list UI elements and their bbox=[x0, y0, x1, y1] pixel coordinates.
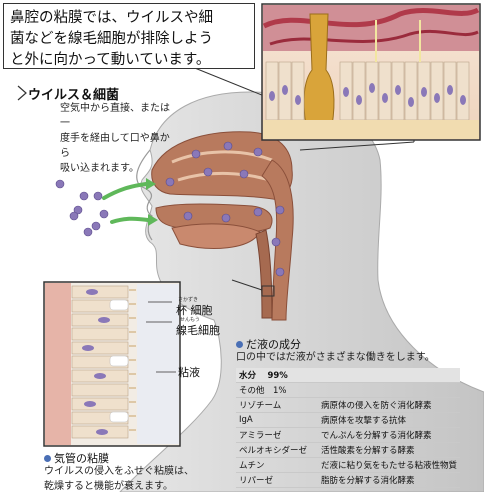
table-row: リゾチーム 病原体の侵入を防ぐ消化酵素 bbox=[236, 397, 461, 413]
saliva-title: だ液の成分 bbox=[236, 336, 301, 352]
callout-line: 菌などを線毛細胞が排除しよう bbox=[10, 31, 213, 47]
callout-line: 鼻腔の粘膜では、ウイルスや細 bbox=[10, 10, 213, 26]
component-name: IgA bbox=[236, 412, 318, 428]
cilia-cell-label: 線毛細胞 bbox=[176, 324, 220, 337]
trachea-description: ウイルスの侵入をふせぐ粘膜は、 乾燥すると機能が衰えます。 bbox=[44, 464, 214, 494]
callout-line: と外に向かって動いています。 bbox=[10, 52, 211, 68]
bullet-icon bbox=[44, 455, 51, 462]
virus-description: 空気中から直接、または一 度手を経由して口や鼻から 吸い込まれます。 bbox=[60, 101, 170, 176]
nasal-mucosa-inset bbox=[261, 3, 481, 141]
component-name: リパーゼ bbox=[236, 472, 318, 488]
saliva-title-text: だ液の成分 bbox=[246, 338, 301, 351]
table-row: リパーゼ 脂肪を分解する消化酵素 bbox=[236, 472, 461, 488]
trachea-title: 気管の粘膜 bbox=[44, 450, 109, 466]
pointer-arrow-icon bbox=[17, 85, 27, 101]
table-row: IgA 病原体を攻撃する抗体 bbox=[236, 412, 461, 428]
component-effect: だ液に粘り気をもたせる粘液性物質 bbox=[318, 457, 461, 473]
bullet-icon bbox=[236, 341, 243, 348]
virus-desc-line: 度手を経由して口や鼻から bbox=[60, 133, 170, 159]
saliva-water-row: 水分 99% bbox=[236, 368, 461, 383]
component-name: ムチン bbox=[236, 457, 318, 473]
saliva-water-cell: 水分 99% bbox=[236, 368, 461, 383]
virus-desc-line: 空気中から直接、または一 bbox=[60, 103, 170, 129]
component-effect: 病原体の侵入を防ぐ消化酵素 bbox=[318, 397, 461, 413]
table-row: アミラーゼ でんぷんを分解する消化酵素 bbox=[236, 427, 461, 443]
component-effect: 脂肪を分解する消化酵素 bbox=[318, 472, 461, 488]
virus-particles-inside bbox=[165, 141, 285, 277]
component-name: ペルオキシダーゼ bbox=[236, 442, 318, 458]
component-effect: 活性酸素を分解する酵素 bbox=[318, 442, 461, 458]
cup-cell-ruby: さかずき bbox=[178, 297, 199, 303]
inhale-arrow-top bbox=[102, 182, 148, 200]
inhale-arrow-bottom bbox=[110, 216, 150, 224]
component-name: アミラーゼ bbox=[236, 427, 318, 443]
trachea-mucosa-inset bbox=[43, 281, 181, 447]
cilia-cell-ruby: せんもう bbox=[180, 317, 200, 323]
virus-desc-line: 吸い込まれます。 bbox=[60, 163, 139, 174]
component-effect: 病原体を攻撃する抗体 bbox=[318, 412, 461, 428]
trachea-desc-line: 乾燥すると機能が衰えます。 bbox=[44, 481, 173, 492]
table-row: ムチン だ液に粘り気をもたせる粘液性物質 bbox=[236, 457, 461, 473]
component-effect: でんぷんを分解する消化酵素 bbox=[318, 427, 461, 443]
mucus-label: 粘液 bbox=[178, 366, 200, 379]
saliva-description: 口の中ではだ液がさまざまな働きをします。 bbox=[236, 352, 435, 363]
cup-cell-label: 杯 細胞 bbox=[176, 304, 213, 317]
virus-particles-outside bbox=[55, 179, 109, 237]
saliva-other-row: その他 1% bbox=[236, 382, 461, 398]
saliva-other-cell: その他 1% bbox=[236, 382, 461, 398]
table-row: ペルオキシダーゼ 活性酸素を分解する酵素 bbox=[236, 442, 461, 458]
virus-title: ウイルス＆細菌 bbox=[28, 88, 120, 103]
trachea-desc-line: ウイルスの侵入をふせぐ粘膜は、 bbox=[44, 466, 194, 477]
saliva-table: 水分 99% その他 1% リゾチーム 病原体の侵入を防ぐ消化酵素 IgA 病原… bbox=[236, 368, 480, 488]
trachea-title-text: 気管の粘膜 bbox=[54, 452, 109, 465]
nasal-mucosa-callout: 鼻腔の粘膜では、ウイルスや細 菌などを線毛細胞が排除しよう と外に向かって動いて… bbox=[3, 3, 255, 69]
component-name: リゾチーム bbox=[236, 397, 318, 413]
